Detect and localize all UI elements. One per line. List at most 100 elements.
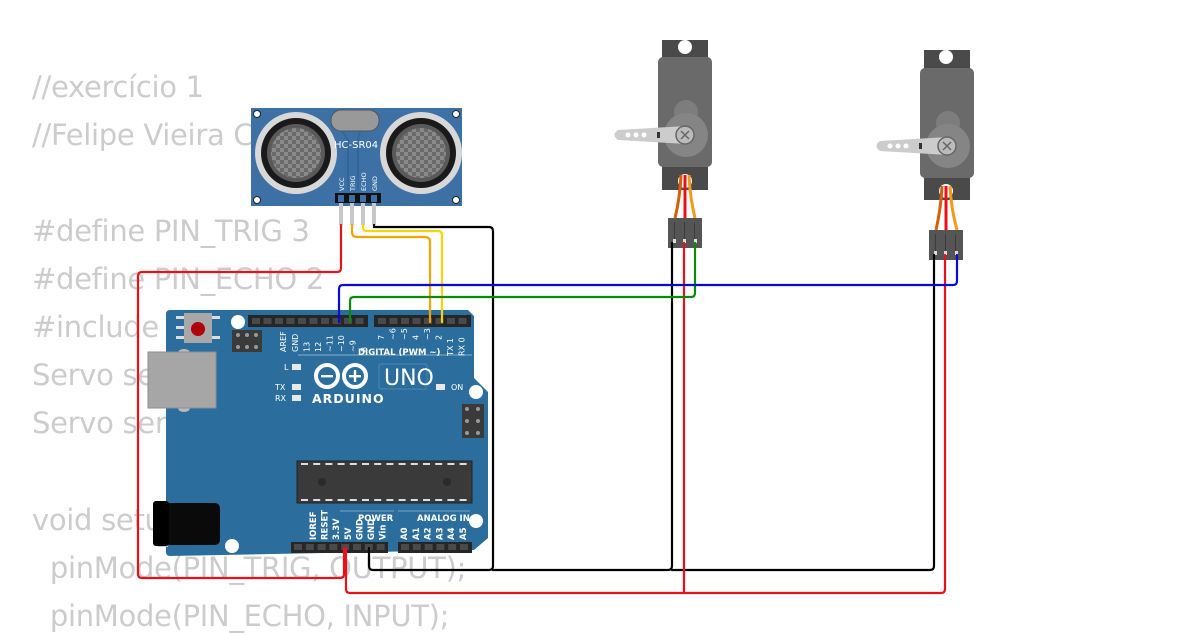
mounting-hole xyxy=(469,514,483,528)
analog-pin-label: A3 xyxy=(435,527,445,540)
wire-sensor-gnd[interactable] xyxy=(367,223,495,572)
digital-pin-label: ~5 xyxy=(400,328,409,340)
digital-pin-label: 7 xyxy=(377,335,386,340)
analog-pin-label: A4 xyxy=(447,527,457,540)
pin-socket[interactable] xyxy=(341,544,350,550)
pin-socket[interactable] xyxy=(378,318,386,324)
wire-servo2-gnd[interactable] xyxy=(670,253,936,572)
led-on-label: ON xyxy=(451,383,463,392)
receiver-icon xyxy=(380,112,462,194)
wire-sensor-echo[interactable] xyxy=(361,223,444,324)
transmitter-icon xyxy=(255,112,337,194)
pin-socket[interactable] xyxy=(412,318,421,324)
servo-horn[interactable] xyxy=(614,126,687,144)
power-pin-label: GND xyxy=(367,519,377,540)
led-rx: RX xyxy=(275,394,301,403)
microcontroller-chip xyxy=(296,460,473,504)
pin-socket[interactable] xyxy=(263,318,272,324)
reset-button[interactable] xyxy=(176,313,220,343)
digital-pin-label: TX 1 xyxy=(446,338,455,357)
servo-motor-2[interactable] xyxy=(876,50,975,260)
pin-socket[interactable] xyxy=(435,318,444,324)
power-label: POWER xyxy=(358,514,394,524)
digital-pin-label: ~9 xyxy=(349,340,358,352)
sensor-pin-header[interactable] xyxy=(335,193,381,225)
digital-pin-label: ~3 xyxy=(423,328,432,340)
pin-socket[interactable] xyxy=(424,544,433,550)
pin-socket[interactable] xyxy=(376,544,385,550)
sensor-pin-label: TRIG xyxy=(349,176,357,192)
sensor-model: HC-SR04 xyxy=(334,140,378,151)
uno-badge xyxy=(378,363,428,390)
pin-socket[interactable] xyxy=(353,544,361,550)
pin-socket[interactable] xyxy=(286,318,295,324)
pin-socket[interactable] xyxy=(294,544,302,550)
led-on: ON xyxy=(436,383,463,392)
power-pin-label: GND xyxy=(355,519,365,540)
pin-socket[interactable] xyxy=(344,318,352,324)
digital-pin-label: RX 0 xyxy=(458,337,467,356)
pin-socket[interactable] xyxy=(355,318,364,324)
pin-socket[interactable] xyxy=(252,318,260,324)
mounting-hole xyxy=(469,385,483,399)
pin-socket[interactable] xyxy=(389,318,398,324)
mounting-hole xyxy=(231,315,245,329)
pin-socket[interactable] xyxy=(448,544,457,550)
pin-socket[interactable] xyxy=(305,544,314,550)
wire-servo2-vcc[interactable] xyxy=(682,253,947,595)
pin-socket[interactable] xyxy=(401,318,409,324)
servo-horn[interactable] xyxy=(876,137,949,155)
wire-sensor-vcc[interactable] xyxy=(136,223,346,580)
analog-label: ANALOG IN xyxy=(417,514,470,524)
pin-socket[interactable] xyxy=(332,318,341,324)
pin-socket[interactable] xyxy=(424,318,432,324)
crystal xyxy=(330,109,380,132)
wire-servo1-vcc[interactable] xyxy=(344,241,686,595)
sensor-pin-label: VCC xyxy=(338,177,346,191)
power-pin-label: Vin xyxy=(379,525,389,540)
pin-socket[interactable] xyxy=(401,544,409,550)
power-jack xyxy=(153,501,220,547)
pin-socket[interactable] xyxy=(436,544,445,550)
pin-socket[interactable] xyxy=(317,544,326,550)
wire-servo1-gnd[interactable] xyxy=(491,241,674,572)
pin-socket[interactable] xyxy=(412,544,421,550)
pin-socket[interactable] xyxy=(309,318,318,324)
icsp-header xyxy=(232,330,262,352)
led-tx: TX xyxy=(274,383,301,392)
pin-socket[interactable] xyxy=(447,318,455,324)
wire-sensor-trig[interactable] xyxy=(350,223,432,324)
code-line: pinMode(PIN_ECHO, INPUT); xyxy=(32,599,450,633)
pin-socket[interactable] xyxy=(298,318,306,324)
pin-socket[interactable] xyxy=(275,318,283,324)
bottom-pin-sockets[interactable] xyxy=(294,544,468,550)
pin-socket[interactable] xyxy=(458,318,467,324)
power-pin-label: IOREF xyxy=(309,511,319,540)
digital-pin-label: 13 xyxy=(303,342,312,352)
wire-servo2-signal[interactable] xyxy=(337,253,959,324)
digital-pin-sockets[interactable] xyxy=(252,318,467,324)
servo-motor-1[interactable] xyxy=(614,40,713,248)
analog-pin-label: A5 xyxy=(459,527,469,540)
digital-pin-label: ~11 xyxy=(326,335,335,352)
digital-header-right xyxy=(374,315,471,327)
digital-header-label: DIGITAL (PWM ~) xyxy=(358,348,440,358)
pin-socket[interactable] xyxy=(460,544,468,550)
analog-pin-label: A2 xyxy=(424,527,434,540)
code-line: //exercício 1 xyxy=(32,70,204,104)
wire-servo1-signal[interactable] xyxy=(348,241,697,324)
pin-socket[interactable] xyxy=(321,318,329,324)
digital-pin-label: ~10 xyxy=(337,335,346,352)
digital-pin-label: 12 xyxy=(314,342,323,352)
led-l-label: L xyxy=(284,363,289,372)
usb-connector xyxy=(147,349,217,412)
pin-socket[interactable] xyxy=(329,544,338,550)
sensor-pin-label: ECHO xyxy=(360,172,368,191)
led-l: L xyxy=(284,363,301,372)
